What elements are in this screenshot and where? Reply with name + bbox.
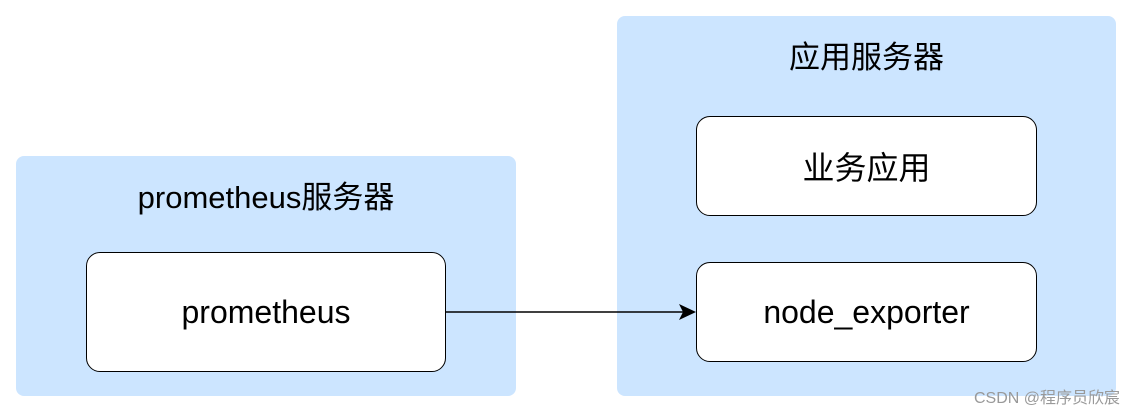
business-app-node: 业务应用 [696,116,1037,216]
watermark: CSDN @程序员欣宸 [973,390,1120,407]
node-exporter-node: node_exporter [696,262,1037,362]
group-title: 应用服务器 [789,40,944,75]
prometheus-node: prometheus [86,252,446,372]
arrowhead-icon [679,304,696,320]
group-title: prometheus服务器 [137,180,395,215]
